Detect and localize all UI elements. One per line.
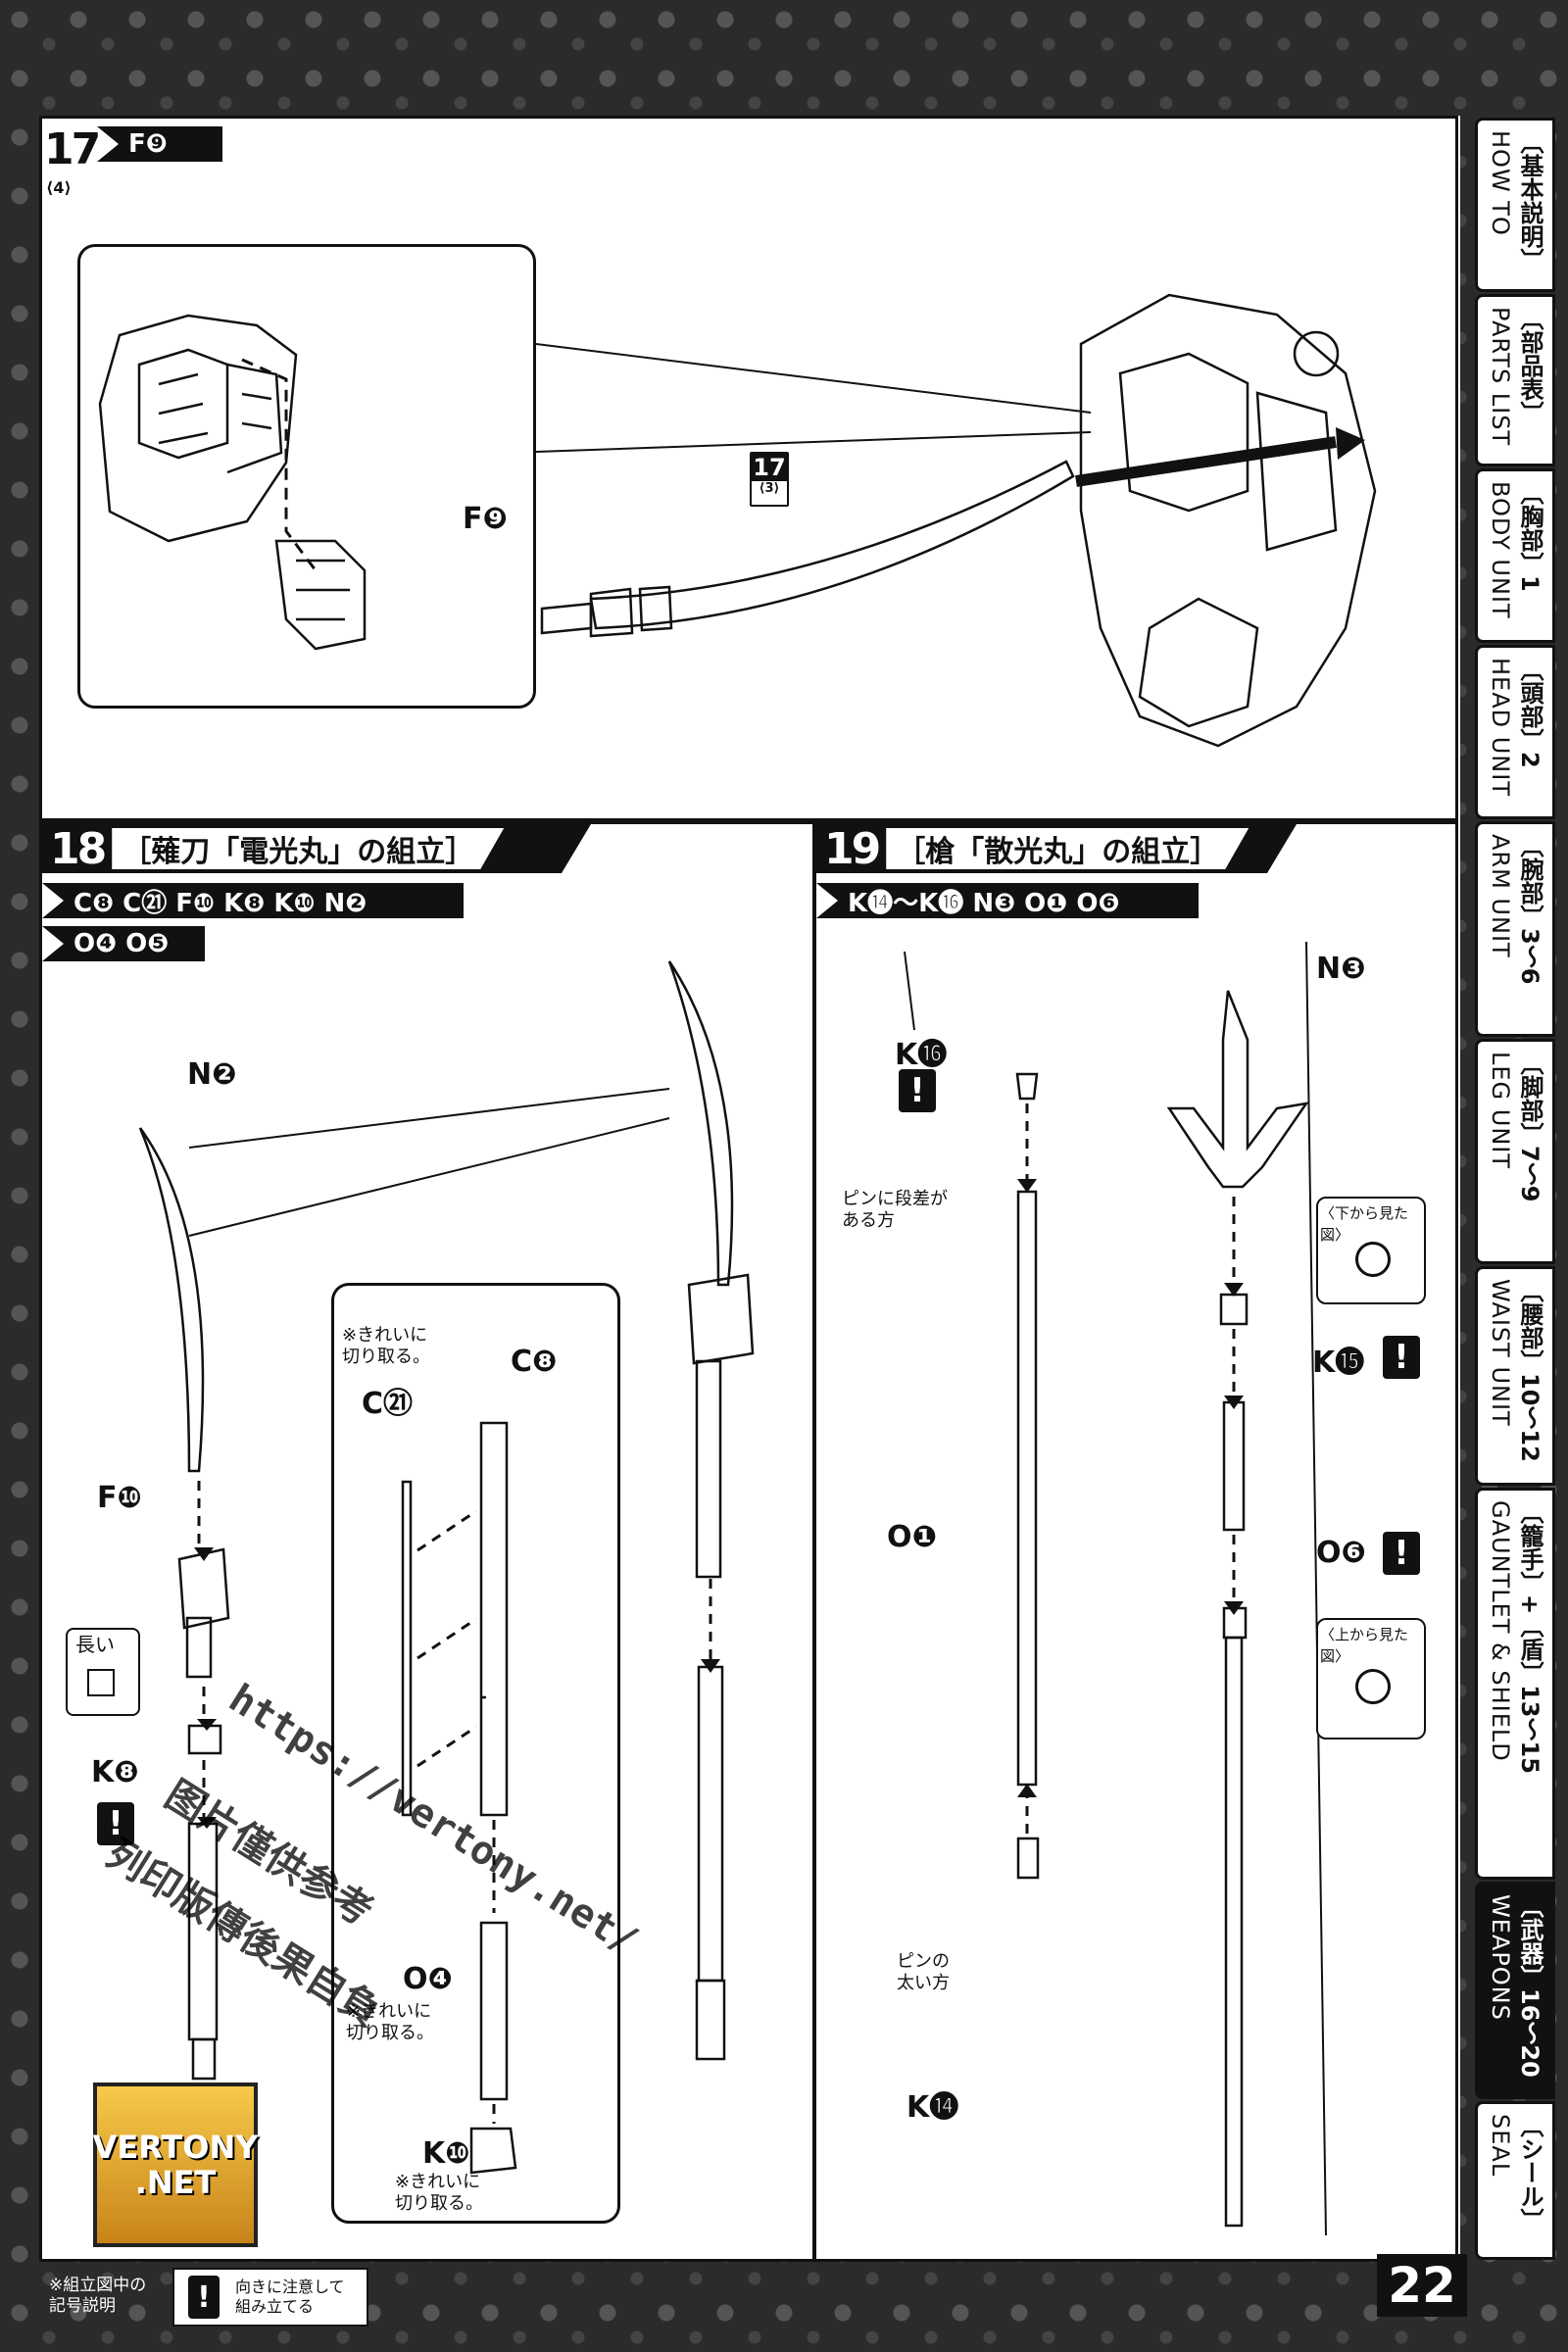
caution-icon-k16: ! xyxy=(899,1069,936,1112)
step-19-title-bar: 19 ［槍「散光丸」の組立］ xyxy=(816,824,1297,873)
tab-parts-list[interactable]: 〔部品表〕PARTS LIST xyxy=(1475,294,1555,466)
legend-text: 向きに注意して 組み立てる xyxy=(235,2278,345,2316)
step-18-parts-line2: O❹ O❺ xyxy=(42,926,205,961)
label-n3: N❸ xyxy=(1316,952,1366,986)
long-side-callout: 長い xyxy=(66,1628,140,1716)
legend-caution-icon: ! xyxy=(188,2276,220,2319)
step-18-drawing xyxy=(138,960,755,2118)
label-view-above: 〈上から見た図〉 xyxy=(1320,1626,1409,1665)
step-18-title: ［薙刀「電光丸」の組立］ xyxy=(112,828,504,869)
view-from-above-callout: 〈上から見た図〉 xyxy=(1316,1618,1426,1740)
view-from-below-callout: 〈下から見た図〉 xyxy=(1316,1197,1426,1304)
label-c8: C❽ xyxy=(511,1345,558,1379)
tab-seal[interactable]: 〔シール〕SEAL xyxy=(1475,2101,1555,2260)
legend-box: ! 向きに注意して 組み立てる xyxy=(172,2268,368,2327)
label-view-below: 〈下から見た図〉 xyxy=(1320,1204,1409,1244)
vertony-logo: VERTONY .NET xyxy=(93,2082,258,2247)
caution-icon-o6: ! xyxy=(1383,1532,1420,1575)
tab-how-to[interactable]: 〔基本説明〕HOW TO xyxy=(1475,118,1555,292)
step-19-parts-line1: K⓮〜K⓰ N❸ O❶ O❻ xyxy=(816,883,1199,918)
label-n2: N❷ xyxy=(187,1057,237,1092)
label-o1: O❶ xyxy=(887,1520,937,1554)
label-c21: C㉑ xyxy=(362,1387,414,1421)
long-side-square-icon xyxy=(87,1669,115,1696)
step-17-detail-inset: F❾ xyxy=(77,244,536,709)
step-17-detail-drawing xyxy=(98,314,367,651)
label-k10: K❿ xyxy=(422,2136,470,2171)
caution-icon-k8: ! xyxy=(97,1802,134,1845)
label-f9: F❾ xyxy=(463,502,508,536)
note-clean-1: ※きれいに 切り取る。 xyxy=(342,1325,430,1367)
step-17-sub: ⟨4⟩ xyxy=(46,178,72,197)
label-k8: K❽ xyxy=(91,1755,139,1789)
step-19-drawing xyxy=(904,941,1327,2236)
page-number: 22 xyxy=(1377,2254,1467,2317)
step-18-number: 18 xyxy=(50,823,105,874)
step-19-title: ［槍「散光丸」の組立］ xyxy=(886,828,1249,869)
top-view-ring-icon xyxy=(1355,1669,1391,1704)
label-long: 長い xyxy=(75,1633,115,1656)
step-18-panel: 18 ［薙刀「電光丸」の組立］ C❽ C㉑ F❿ K❽ K❿ N❷ O❹ O❺ xyxy=(39,821,815,2262)
legend-title: ※組立図中の 記号説明 xyxy=(49,2276,147,2316)
label-o6: O❻ xyxy=(1316,1536,1366,1570)
label-k15: K⓯ xyxy=(1312,1346,1365,1380)
step-19-number: 19 xyxy=(824,823,879,874)
label-f10: F❿ xyxy=(97,1481,142,1515)
step-17-number: 17 xyxy=(44,124,101,174)
note-clean-2: ※きれいに 切り取る。 xyxy=(346,2001,434,2043)
step-17-main-drawing xyxy=(535,293,1377,748)
step-17-callout-badge: 17 ⟨3⟩ xyxy=(750,452,789,507)
step-17-panel: 17 ⟨4⟩ F❾ F❾ xyxy=(39,116,1458,821)
step-19-panel: 19 ［槍「散光丸」の組立］ K⓮〜K⓰ N❸ O❶ O❻ K⓰ ! xyxy=(813,821,1458,2262)
label-k14: K⓮ xyxy=(906,2090,959,2125)
step-18-detail-drawing xyxy=(401,1421,517,2175)
label-o4: O❹ xyxy=(403,1962,453,1996)
step-17-parts: F❾ xyxy=(97,126,222,162)
label-k16: K⓰ xyxy=(895,1038,948,1072)
step-18-detail-inset: ※きれいに 切り取る。 C❽ C㉑ O❹ ※きれいに 切り取る。 K❿ ※きれい… xyxy=(331,1283,620,2224)
step-18-title-bar: 18 ［薙刀「電光丸」の組立］ xyxy=(42,824,591,873)
label-pin-step: ピンに段差が ある方 xyxy=(842,1189,948,1231)
label-pin-thick: ピンの 太い方 xyxy=(897,1951,950,1993)
note-clean-3: ※きれいに 切り取る。 xyxy=(395,2172,483,2214)
caution-icon-k15: ! xyxy=(1383,1336,1420,1379)
step-18-parts-line1: C❽ C㉑ F❿ K❽ K❿ N❷ xyxy=(42,883,464,918)
bottom-view-ring-icon xyxy=(1355,1242,1391,1277)
